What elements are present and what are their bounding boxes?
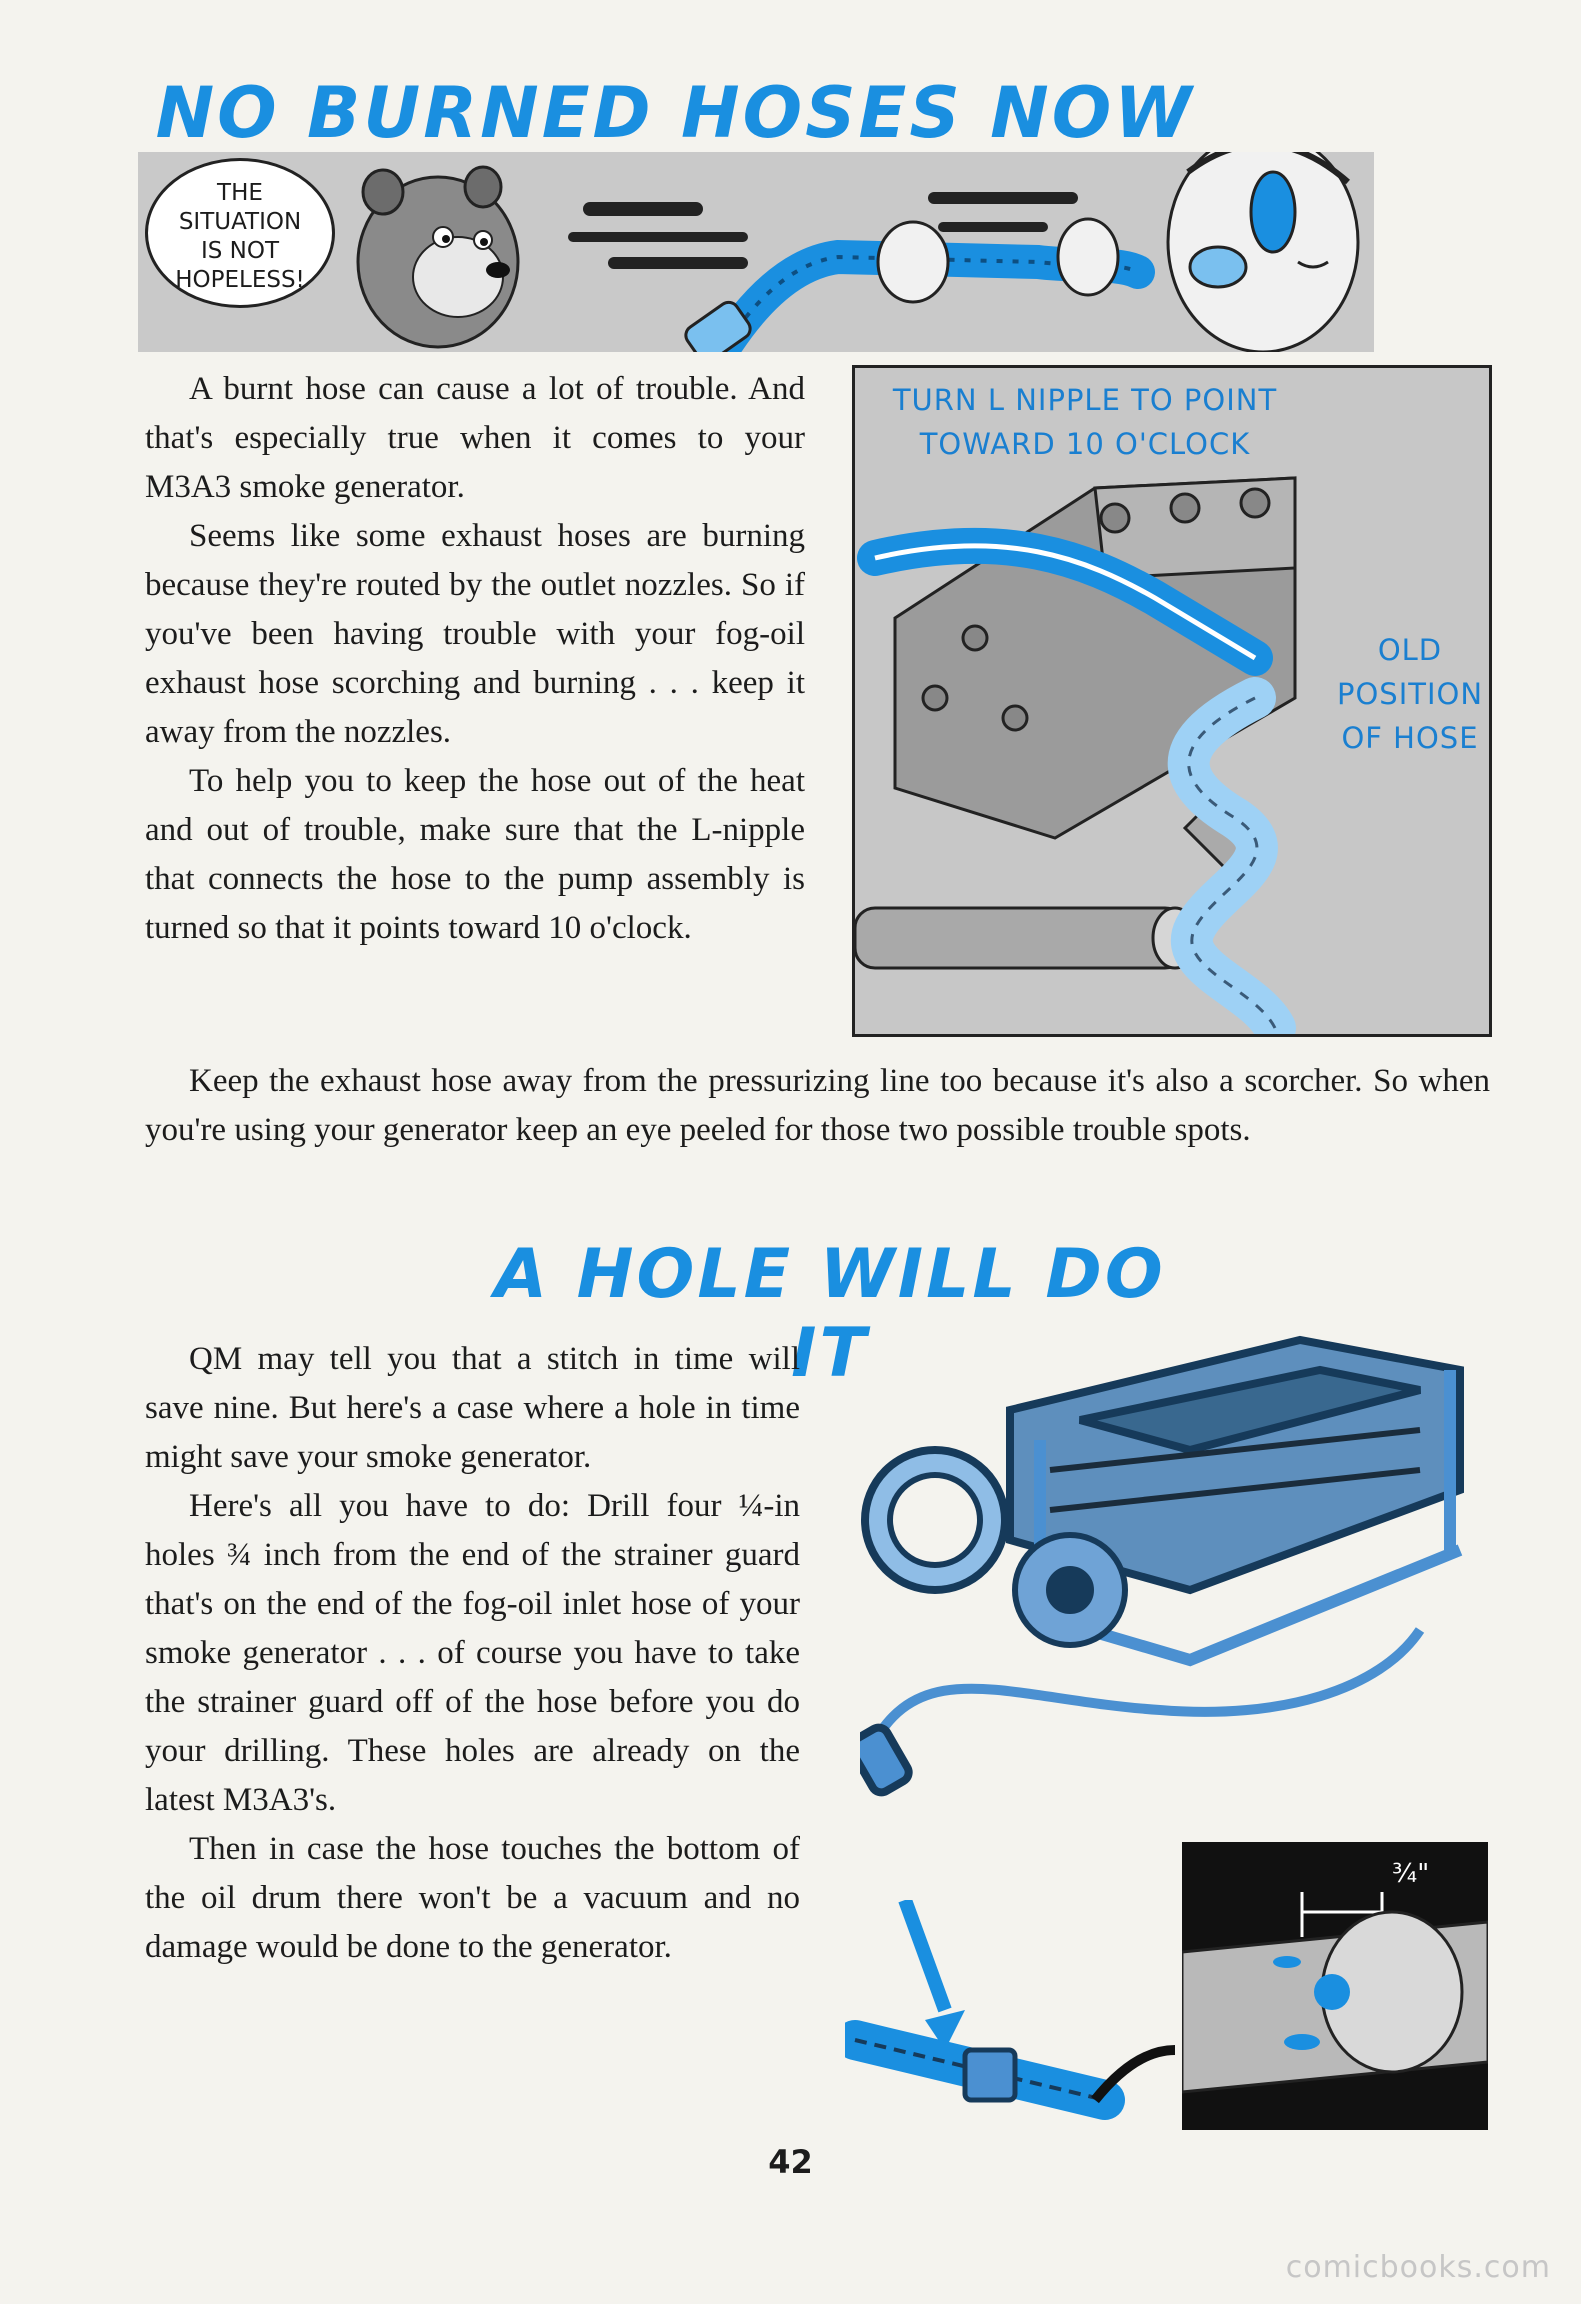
headline-no-burned-hoses: NO BURNED HOSES NOW: [155, 72, 1195, 154]
article1-column: A burnt hose can cause a lot of trouble.…: [145, 365, 805, 953]
article2-paragraph-1: QM may tell you that a stitch in time wi…: [145, 1341, 800, 1475]
headline-a-hole-will-do-it: A HOLE WILL DO IT: [494, 1235, 1166, 1393]
article2-column: QM may tell you that a stitch in time wi…: [145, 1335, 800, 1972]
bubble-line-4: HOPELESS!: [175, 267, 305, 293]
strainer-guard-inset: [845, 1900, 1175, 2120]
label-turn-line-2: TOWARD 10 O'CLOCK: [919, 427, 1251, 461]
pump-assembly-diagram: TURN L NIPPLE TO POINT TOWARD 10 O'CLOCK…: [852, 365, 1492, 1037]
speech-bubble: THE SITUATION IS NOT HOPELESS!: [145, 158, 335, 308]
hose-strainer-illustration: [845, 2020, 1125, 2120]
article1-paragraph-2: Seems like some exhaust hoses are burnin…: [145, 518, 805, 750]
label-old-line-3: OF HOSE: [1341, 721, 1479, 755]
pointer-arrow-icon: [1091, 2045, 1175, 2104]
article1-paragraph-1: A burnt hose can cause a lot of trouble.…: [145, 371, 805, 505]
soldier-face-illustration: [1166, 152, 1360, 352]
old-hose-position: [1167, 677, 1296, 1034]
smoke-generator-diagram: [860, 1330, 1480, 1800]
smoke-streaks: [568, 192, 1078, 269]
article1-full-width: Keep the exhaust hose away from the pres…: [145, 1057, 1490, 1155]
hands-illustration: [876, 217, 1120, 304]
label-turn-line-1: TURN L NIPPLE TO POINT: [892, 383, 1278, 417]
drilled-holes-closeup: ¾": [1182, 1842, 1488, 2130]
smoke-generator-illustration: [860, 1335, 1464, 1797]
article2-paragraph-3: Then in case the hose touches the bottom…: [145, 1831, 800, 1965]
label-turn-l-nipple: TURN L NIPPLE TO POINT TOWARD 10 O'CLOCK: [885, 378, 1285, 466]
label-old-line-2: POSITION: [1336, 677, 1484, 711]
label-old-position: OLD POSITION OF HOSE: [1325, 628, 1495, 760]
arrow-icon: [898, 1900, 965, 2050]
watermark: comicbooks.com: [1285, 2250, 1551, 2285]
label-old-line-1: OLD: [1377, 633, 1443, 667]
page-number: 42: [768, 2143, 813, 2181]
banner-cartoon: [138, 152, 1374, 352]
bubble-line-2: SITUATION: [178, 209, 302, 235]
bubble-line-1: THE: [217, 180, 263, 206]
bubble-line-3: IS NOT: [200, 238, 280, 264]
article2-paragraph-2: Here's all you have to do: Drill four ¼-…: [145, 1488, 800, 1818]
article1-paragraph-4: Keep the exhaust hose away from the pres…: [145, 1063, 1490, 1148]
bear-character-illustration: [356, 165, 520, 349]
dimension-label: ¾": [1392, 1859, 1429, 1889]
article1-paragraph-3: To help you to keep the hose out of the …: [145, 763, 805, 946]
